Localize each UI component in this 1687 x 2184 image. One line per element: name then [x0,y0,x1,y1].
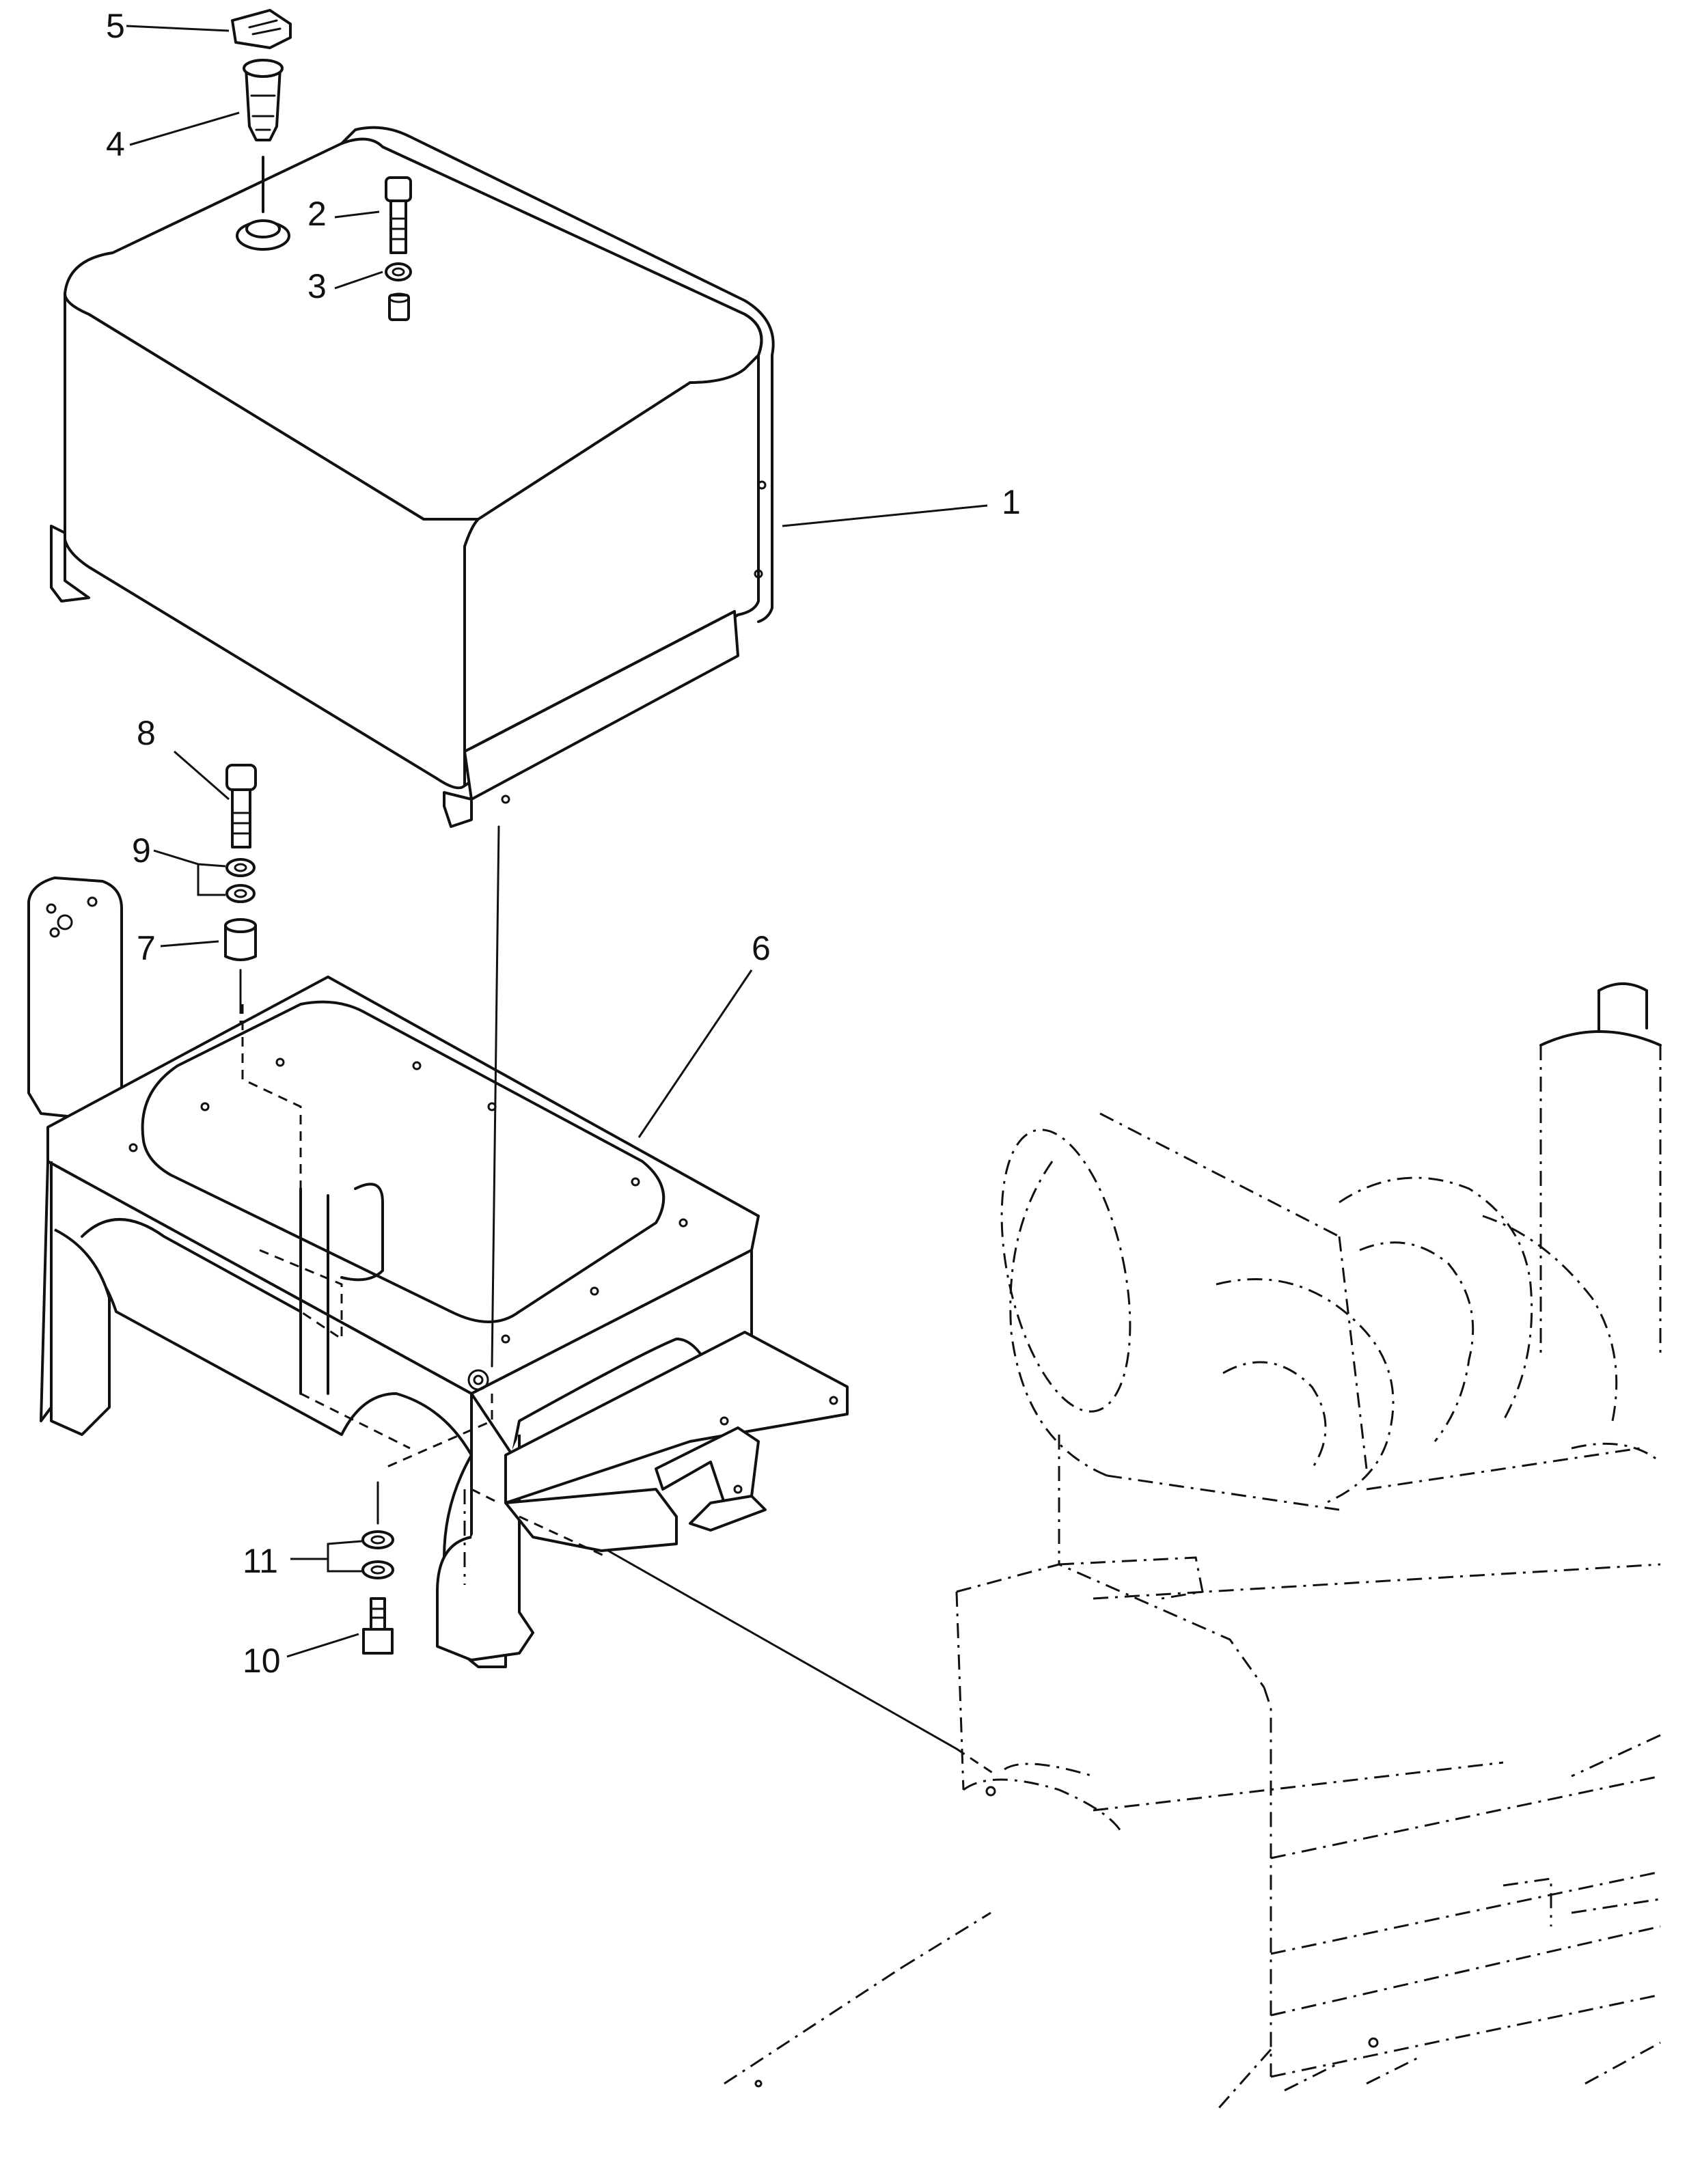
fuel-tank [50,126,775,828]
part-label-5: 5 [106,7,125,45]
alignment-line [491,825,500,1368]
bracket-bolt-assembly [224,764,257,1066]
part-label-6: 6 [752,929,771,967]
part-label-3: 3 [307,267,327,305]
part-label-7: 7 [137,929,156,967]
part-label-4: 4 [106,125,125,163]
tank-stand [27,876,849,1668]
part-label-10: 10 [243,1642,281,1680]
lower-bolt-assembly [361,1481,394,1655]
part-label-8: 8 [137,714,156,752]
filler-cap-assembly [231,9,292,251]
part-label-2: 2 [307,195,327,233]
tank-bolt-assembly [385,176,412,321]
part-label-11: 11 [243,1542,278,1580]
engine-assembly [724,982,1662,2112]
part-label-9: 9 [132,831,151,870]
leader-lines [126,25,988,1658]
part-label-1: 1 [1002,483,1021,521]
